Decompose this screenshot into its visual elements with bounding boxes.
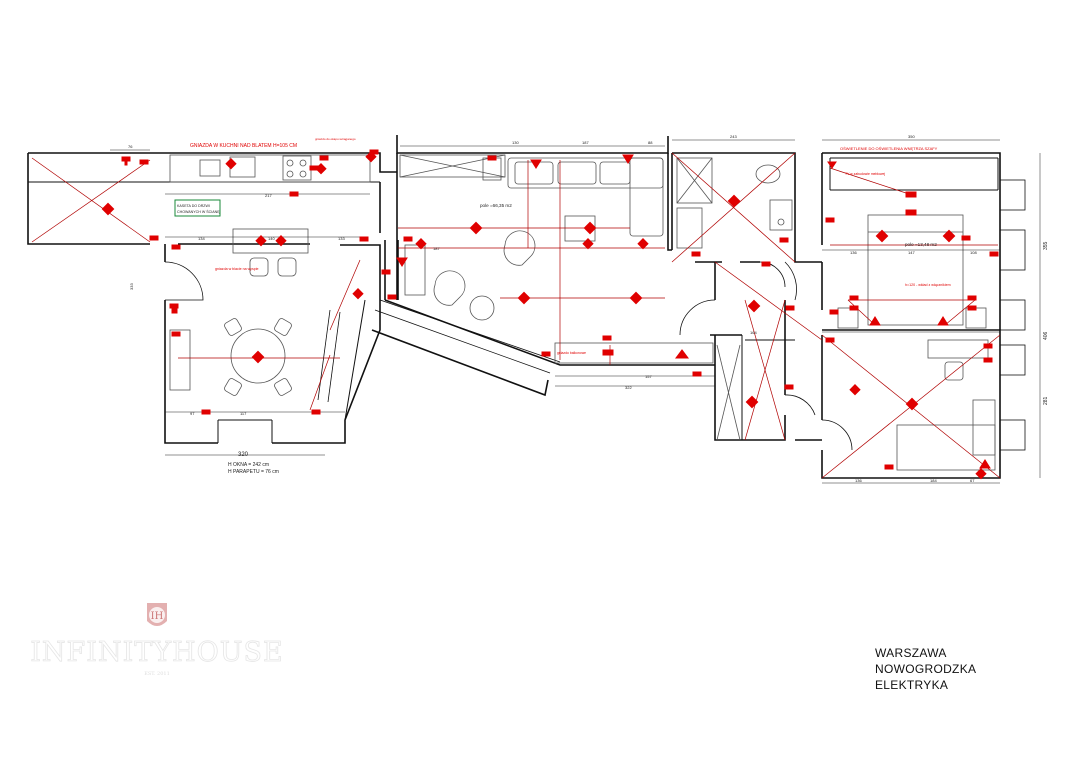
- dim-label: 281: [1043, 396, 1049, 405]
- ceiling-light-icon: [582, 238, 594, 250]
- wall-lamp-icon: [622, 154, 634, 164]
- logo-est: EST. 2011: [144, 671, 170, 677]
- dim-label: 117: [240, 411, 247, 416]
- bed-sockets-note: h=120 - wkład z włącznikiem: [905, 283, 951, 287]
- svg-text:IH: IH: [151, 611, 164, 622]
- ceiling-light-icon: [315, 163, 327, 175]
- dim-label: 187: [582, 140, 589, 145]
- dim-label: 130: [512, 140, 519, 145]
- logo-name: INFINITYHOUSE: [30, 637, 284, 669]
- dim-label: 157: [645, 374, 652, 379]
- ceiling-light-icon: [583, 221, 597, 235]
- box-note-line1: KASETA DO DRZWI: [177, 204, 210, 208]
- hood-note: gniazdo do okapu wciąganego: [315, 137, 356, 141]
- outlet-note: gniazdo balkonowe: [557, 351, 586, 355]
- dim-label: 97: [190, 411, 195, 416]
- ceiling-light-icon: [629, 291, 643, 305]
- wall-lamp-icon: [827, 161, 837, 169]
- title-city: WARSZAWA: [875, 646, 947, 660]
- title-street: NOWOGRODZKA: [875, 662, 977, 676]
- wall-lamp-icon: [396, 257, 408, 267]
- dim-label: 187: [433, 246, 440, 251]
- dim-label: 108: [970, 250, 977, 255]
- sill-height-label: H PARAPETU = 76 cm: [228, 469, 279, 475]
- ceiling-light-icon: [352, 288, 364, 300]
- wardrobe-light-note: OŚWIETLENIE DO OŚWIETLENIA WNĘTRZA SZAFY: [840, 146, 938, 151]
- wall-lamp-icon: [979, 459, 991, 469]
- dim-label: 406: [1043, 331, 1049, 340]
- ceiling-light-icon: [727, 194, 741, 208]
- window-height-label: H OKNA = 242 cm: [228, 462, 269, 468]
- ceiling-light-icon: [517, 291, 531, 305]
- wall-lamp-icon: [530, 159, 542, 169]
- dim-label: 184: [930, 478, 937, 483]
- electrical-fixtures: [101, 149, 999, 480]
- dim-label: 88: [648, 140, 653, 145]
- bedroom-area-label: pole =13,48 m2: [905, 242, 937, 247]
- ceiling-light-icon: [275, 235, 287, 247]
- ceiling-light-icon: [747, 299, 761, 313]
- living-area-label: pole =66,35 m2: [480, 203, 512, 208]
- island-socket-note: gniazda w blacie na wyspie: [215, 267, 259, 271]
- dim-label: 147: [908, 250, 915, 255]
- dim-label: 322: [625, 385, 632, 390]
- walls: [27, 135, 1001, 479]
- dimension-lines: [110, 139, 1041, 484]
- ceiling-light-icon: [101, 202, 115, 216]
- ceiling-light-icon: [905, 397, 919, 411]
- dim-label: 136: [850, 250, 857, 255]
- ceiling-light-icon: [745, 395, 759, 409]
- dim-label: 243: [730, 134, 737, 139]
- dim-label: 133: [338, 236, 345, 241]
- ceiling-light-icon: [975, 468, 987, 480]
- note-box: [174, 199, 221, 217]
- crest-icon: IH: [147, 603, 167, 626]
- dim-label: 217: [265, 193, 272, 198]
- dim-label: 333: [129, 283, 134, 290]
- ceiling-light-icon: [225, 158, 237, 170]
- doors: [164, 261, 853, 451]
- dim-label: 134: [198, 236, 205, 241]
- ceiling-light-icon: [637, 238, 649, 250]
- kitchen-socket-note: GNIAZDA W KUCHNI NAD BLATEM H=105 CM: [190, 143, 297, 149]
- dim-label: 67: [970, 478, 975, 483]
- ceiling-light-icon: [942, 229, 956, 243]
- ceiling-light-icon: [469, 221, 483, 235]
- tv-note: TV w zabudowie meblowej: [845, 172, 885, 176]
- box-note-line2: CHOWANYCH W ŚCIANĘ: [177, 209, 220, 214]
- dim-label: 355: [1043, 241, 1049, 250]
- bottom-dim-label: 320: [238, 452, 249, 458]
- ceiling-light-icon: [849, 384, 861, 396]
- switch-icon: [171, 303, 178, 314]
- dim-label: 140: [268, 236, 275, 241]
- ceiling-light-icon: [255, 235, 267, 247]
- dim-label: 164: [750, 330, 757, 335]
- dim-label: 350: [908, 134, 915, 139]
- dim-label: 76: [128, 144, 133, 149]
- ceiling-light-icon: [251, 350, 265, 364]
- wall-lamp-icon: [869, 316, 881, 326]
- furniture: [169, 154, 996, 471]
- title-discipline: ELEKTRYKA: [875, 678, 949, 692]
- wall-lamp-icon: [675, 349, 689, 359]
- dim-label: 136: [855, 478, 862, 483]
- title-block: WARSZAWA NOWOGRODZKA ELEKTRYKA: [875, 645, 1065, 693]
- windows: [317, 179, 1026, 451]
- wall-lamp-icon: [937, 316, 949, 326]
- ceiling-light-icon: [875, 229, 889, 243]
- infinityhouse-logo: IH INFINITYHOUSE EST. 2011: [22, 585, 292, 685]
- ceiling-light-icon: [415, 238, 427, 250]
